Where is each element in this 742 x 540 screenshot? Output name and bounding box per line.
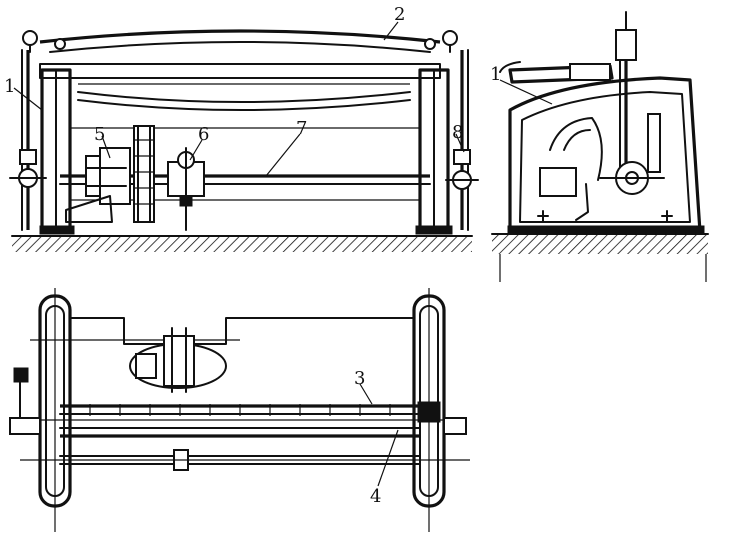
callout-2: 2 [394, 4, 405, 25]
callout-labels: 1 2 5 6 7 8 1 3 4 [4, 4, 501, 507]
front-view [9, 29, 479, 252]
callout-1-front: 1 [4, 76, 15, 97]
callout-6: 6 [198, 124, 209, 145]
callout-5: 5 [94, 124, 105, 145]
callout-4: 4 [370, 486, 381, 507]
callout-1-side: 1 [490, 64, 501, 85]
side-view [491, 11, 709, 282]
plan-view [9, 288, 470, 532]
callout-3: 3 [354, 368, 365, 389]
roll-ticks [89, 404, 391, 416]
callout-7: 7 [296, 118, 307, 139]
leader-lines [13, 21, 553, 487]
callout-8: 8 [452, 122, 463, 143]
